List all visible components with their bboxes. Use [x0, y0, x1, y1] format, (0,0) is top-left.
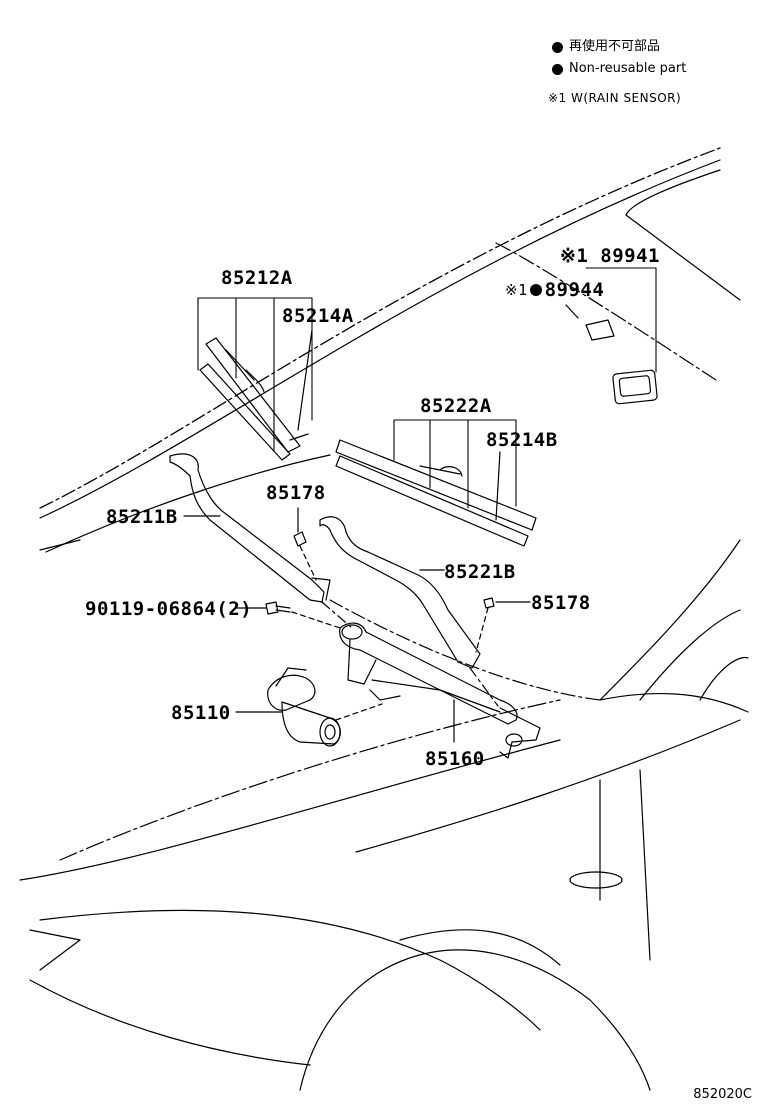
leader-89941 [586, 268, 656, 372]
non-reusable-dot-icon [529, 284, 542, 296]
nut-85178-b [484, 598, 494, 608]
label-89941: ※1 89941 [560, 245, 660, 267]
wheel-arch [300, 950, 650, 1090]
rain-sensor-pad [586, 320, 614, 340]
windshield-top-edge-inner [40, 160, 720, 518]
dash-arm1-link [322, 602, 352, 628]
non-reusable-dot-icon [552, 63, 563, 75]
wiper-link-assembly [340, 623, 540, 758]
dash-motor [336, 704, 382, 720]
label-85211B: 85211B [106, 506, 178, 528]
a-pillar [600, 540, 740, 700]
bumper [30, 980, 310, 1065]
legend-en: Non-reusable part [552, 61, 686, 77]
fender-line [20, 740, 560, 880]
leader-85214B [496, 452, 500, 520]
dash-arm2-link [470, 668, 498, 706]
fender-side [600, 770, 650, 960]
hood-rear-edge [46, 455, 330, 552]
wiper-blade-2 [336, 440, 536, 546]
wiper-motor [268, 668, 341, 746]
wiper-arm-1 [170, 454, 330, 602]
roof-line [496, 243, 716, 380]
dash-nut-a [300, 546, 316, 580]
side-line [40, 540, 80, 550]
bolt-90119 [266, 602, 290, 614]
leader-85222A [394, 420, 516, 508]
label-85178-a: 85178 [266, 482, 326, 504]
label-89944-group: ※1 89944 [505, 279, 604, 301]
door-handle [570, 872, 622, 888]
windshield-top-edge [40, 148, 720, 508]
wiper-blade-1 [200, 338, 308, 460]
label-85212A: 85212A [221, 267, 293, 289]
wheel-arch-inner [400, 930, 560, 965]
label-85221B: 85221B [444, 561, 516, 583]
legend-jp-text: 再使用不可部品 [569, 39, 661, 54]
a-pillar-inner [640, 610, 740, 700]
dash-bolt [292, 612, 340, 628]
label-85214A: 85214A [282, 305, 354, 327]
legend-jp: 再使用不可部品 [552, 39, 660, 55]
non-reusable-dot-icon [552, 41, 563, 53]
label-85178-b: 85178 [531, 592, 591, 614]
label-89944: 89944 [544, 279, 605, 301]
label-85222A: 85222A [420, 395, 492, 417]
hood-line [60, 700, 560, 860]
legend-en-text: Non-reusable part [569, 61, 687, 76]
nut-85178-a [294, 532, 306, 546]
label-85160: 85160 [425, 748, 485, 770]
front-grille [30, 930, 80, 970]
mirror [700, 657, 748, 700]
label-85214B: 85214B [486, 429, 558, 451]
cowl-line-2 [600, 694, 748, 712]
dash-nut-b [476, 608, 488, 652]
leader-85212A [198, 298, 312, 450]
label-85110: 85110 [171, 702, 231, 724]
rain-sensor-housing [613, 370, 658, 404]
wiper-arm-2 [320, 517, 480, 668]
label-89944-prefix: ※1 [505, 281, 528, 299]
windshield-frame-right [626, 170, 720, 215]
label-90119-06864: 90119-06864(2) [85, 598, 253, 620]
leader-85214A [298, 330, 312, 430]
hood-crease [356, 720, 740, 852]
headlight [40, 910, 540, 1030]
rain-sensor-lead [566, 305, 578, 318]
diagram-code: 852020C [693, 1087, 752, 1102]
cowl-line [330, 600, 600, 700]
windshield-side [626, 215, 740, 300]
footnote-rain-sensor: ※1 W(RAIN SENSOR) [548, 91, 682, 105]
